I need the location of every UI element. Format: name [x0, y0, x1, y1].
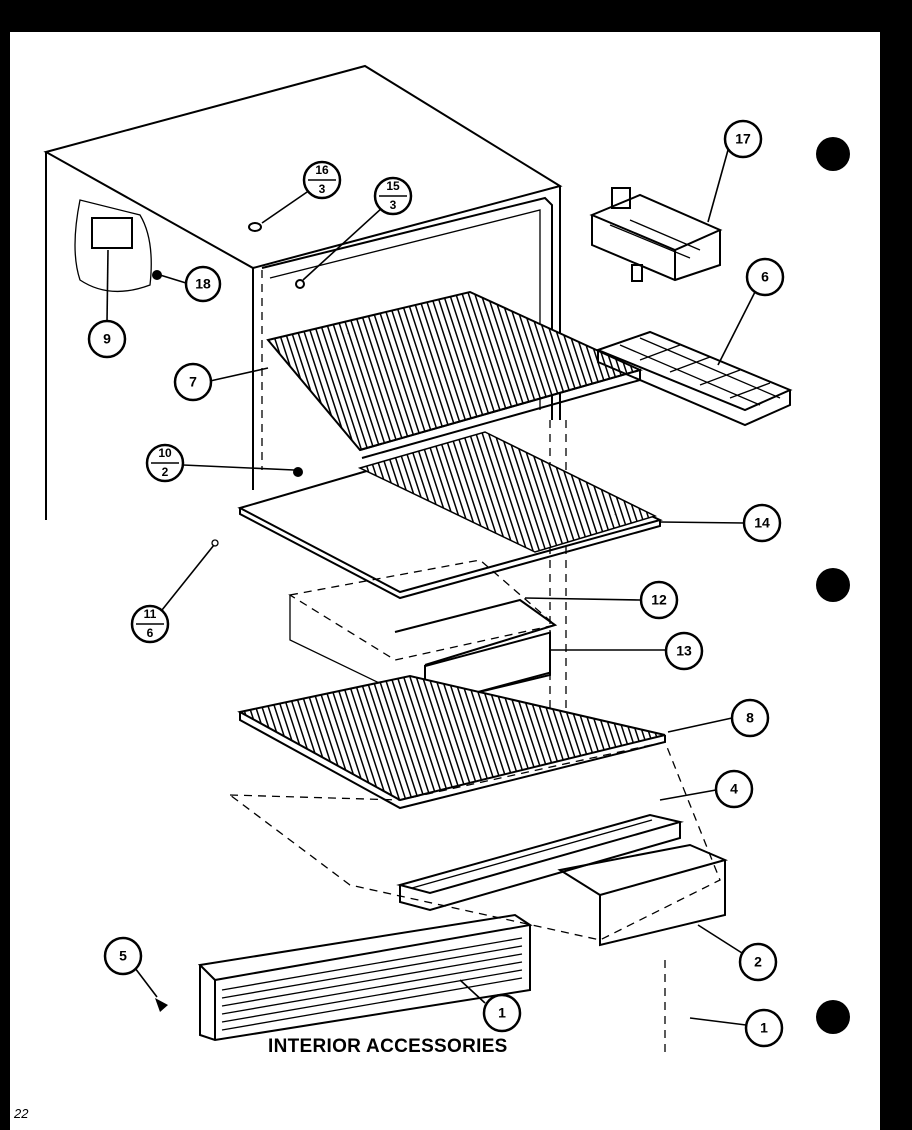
callout-1-grille: 1 — [482, 993, 522, 1033]
callout-8: 8 — [730, 698, 770, 738]
svg-text:13: 13 — [676, 643, 692, 659]
svg-text:6: 6 — [761, 269, 769, 285]
svg-text:18: 18 — [195, 276, 211, 292]
callout-11-6: 11 6 — [130, 604, 170, 644]
callout-2: 2 — [738, 942, 778, 982]
ice-tray-6 — [595, 330, 793, 427]
callout-7: 7 — [173, 362, 213, 402]
svg-text:11: 11 — [144, 607, 157, 621]
diagram-sheet — [10, 32, 880, 1130]
svg-text:2: 2 — [754, 954, 762, 970]
svg-text:6: 6 — [147, 626, 154, 640]
callout-1-lower: 1 — [744, 1008, 784, 1048]
callout-10-2: 10 2 — [145, 443, 185, 483]
callout-14: 14 — [742, 503, 782, 543]
callout-13: 13 — [664, 631, 704, 671]
control-panel-9 — [91, 217, 133, 249]
ice-maker-17 — [589, 187, 723, 282]
callout-12: 12 — [639, 580, 679, 620]
callout-6: 6 — [745, 257, 785, 297]
svg-text:1: 1 — [760, 1020, 768, 1036]
callout-9: 9 — [87, 319, 127, 359]
svg-text:3: 3 — [319, 182, 326, 196]
base-grille-1 — [197, 913, 533, 1042]
callout-18: 18 — [184, 265, 222, 303]
svg-text:14: 14 — [754, 515, 770, 531]
svg-text:1: 1 — [498, 1005, 506, 1021]
callout-5: 5 — [103, 936, 143, 976]
svg-text:2: 2 — [162, 465, 169, 479]
shelf-8 — [237, 674, 666, 810]
svg-text:9: 9 — [103, 331, 111, 347]
binder-hole-middle — [816, 568, 850, 602]
bottom-assembly — [227, 741, 729, 1055]
callout-16-3: 16 3 — [302, 160, 342, 200]
svg-text:3: 3 — [390, 198, 397, 212]
diagram-title: INTERIOR ACCESSORIES — [268, 1036, 508, 1057]
leader-lines — [106, 149, 758, 1026]
svg-text:16: 16 — [315, 163, 329, 177]
binder-hole-bottom — [816, 1000, 850, 1034]
svg-text:7: 7 — [189, 374, 197, 390]
binder-hole-top — [816, 137, 850, 171]
callout-4: 4 — [714, 769, 754, 809]
callout-17: 17 — [723, 119, 763, 159]
page-number: 22 — [14, 1106, 29, 1121]
shelf-7 — [266, 290, 643, 459]
svg-text:8: 8 — [746, 710, 754, 726]
svg-text:5: 5 — [119, 948, 127, 964]
svg-text:10: 10 — [158, 446, 172, 460]
callout-15-3: 15 3 — [373, 176, 413, 216]
hardware — [152, 222, 305, 1012]
svg-text:17: 17 — [735, 131, 751, 147]
svg-text:12: 12 — [651, 592, 667, 608]
svg-text:15: 15 — [386, 179, 400, 193]
shelf-14 — [237, 431, 663, 600]
svg-text:4: 4 — [730, 781, 738, 797]
